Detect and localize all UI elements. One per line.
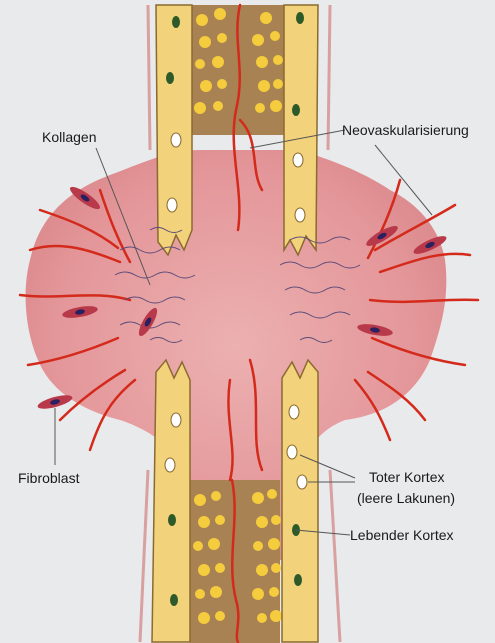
label-kollagen: Kollagen bbox=[42, 129, 97, 146]
label-fibroblast: Fibroblast bbox=[18, 470, 79, 487]
label-toter-kortex: Toter Kortex bbox=[369, 469, 444, 486]
lower-right-cortex bbox=[282, 360, 318, 642]
label-neovaskularisierung: Neovaskularisierung bbox=[342, 122, 469, 139]
label-leere-lakunen: (leere Lakunen) bbox=[357, 490, 455, 507]
upper-left-cortex bbox=[156, 5, 192, 255]
label-lebender-kortex: Lebender Kortex bbox=[350, 527, 454, 544]
